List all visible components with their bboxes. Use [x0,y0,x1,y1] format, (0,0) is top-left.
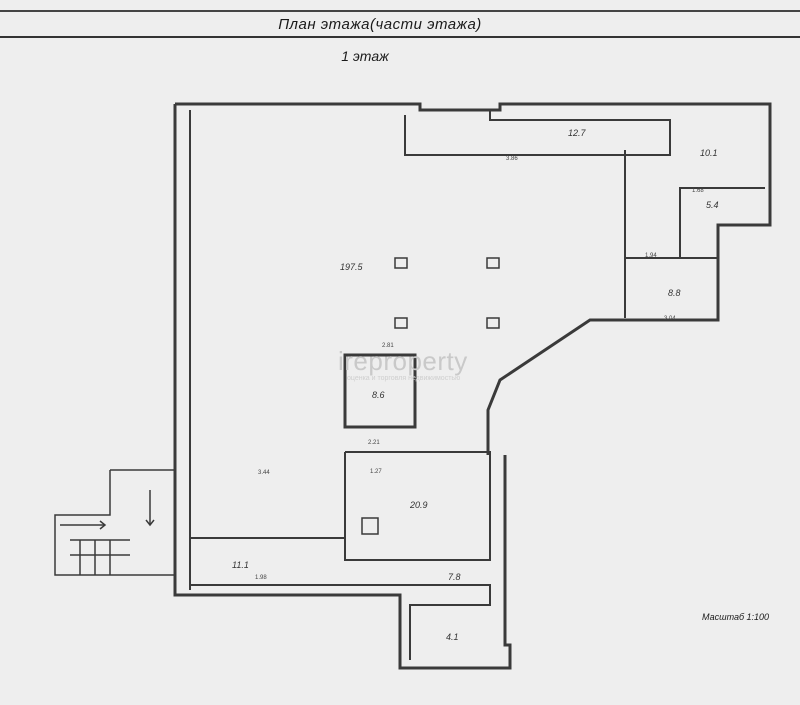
entrance-stairs [54,469,176,576]
columns [361,257,500,535]
title-top-rule [0,10,800,12]
scale-label: Масштаб 1:100 [702,612,770,622]
room-area-small-top-right: 5.4 [706,200,719,210]
dimension-label: 1.98 [255,575,267,581]
dimension-label: 1.27 [370,469,382,475]
room-area-center-box: 8.6 [372,390,385,400]
dimension-label: 3.44 [258,470,270,476]
outer-wall-left-bottom [173,104,512,670]
center-box-walls [343,353,417,429]
dimension-label: 3.86 [506,156,518,162]
room-area-top-right: 10.1 [700,148,718,158]
outer-wall-top-right [175,102,772,455]
floor-label: 1 этаж [341,48,389,64]
room-area-top-strip: 12.7 [568,128,586,138]
title-bar: План этажа(части этажа) [0,10,800,38]
room-area-bottom-left: 11.1 [232,560,249,570]
dimension-label: 1.94 [645,253,657,259]
room-area-bottom-small: 4.1 [446,632,459,642]
room-area-right-room: 8.8 [668,288,681,298]
walls [173,102,772,670]
dimension-label: 2.81 [382,343,394,349]
top-strip-walls [404,110,671,156]
plan-title: План этажа(части этажа) [278,16,482,33]
watermark-brand: ireproperty [338,346,468,376]
lower-center-walls [344,451,491,561]
room-area-lower-center: 20.9 [410,500,428,510]
dimension-label: 2.21 [368,440,380,446]
dimension-label: 1.68 [692,188,704,194]
partition-small-top-right [679,187,765,258]
room-area-lower-right: 7.8 [448,572,461,582]
watermark-tagline: оценка и торговля недвижимостью [347,375,461,382]
dimension-label: 3.04 [664,316,676,322]
lower-right-walls [345,584,491,660]
room-area-main-hall: 197.5 [340,262,363,272]
